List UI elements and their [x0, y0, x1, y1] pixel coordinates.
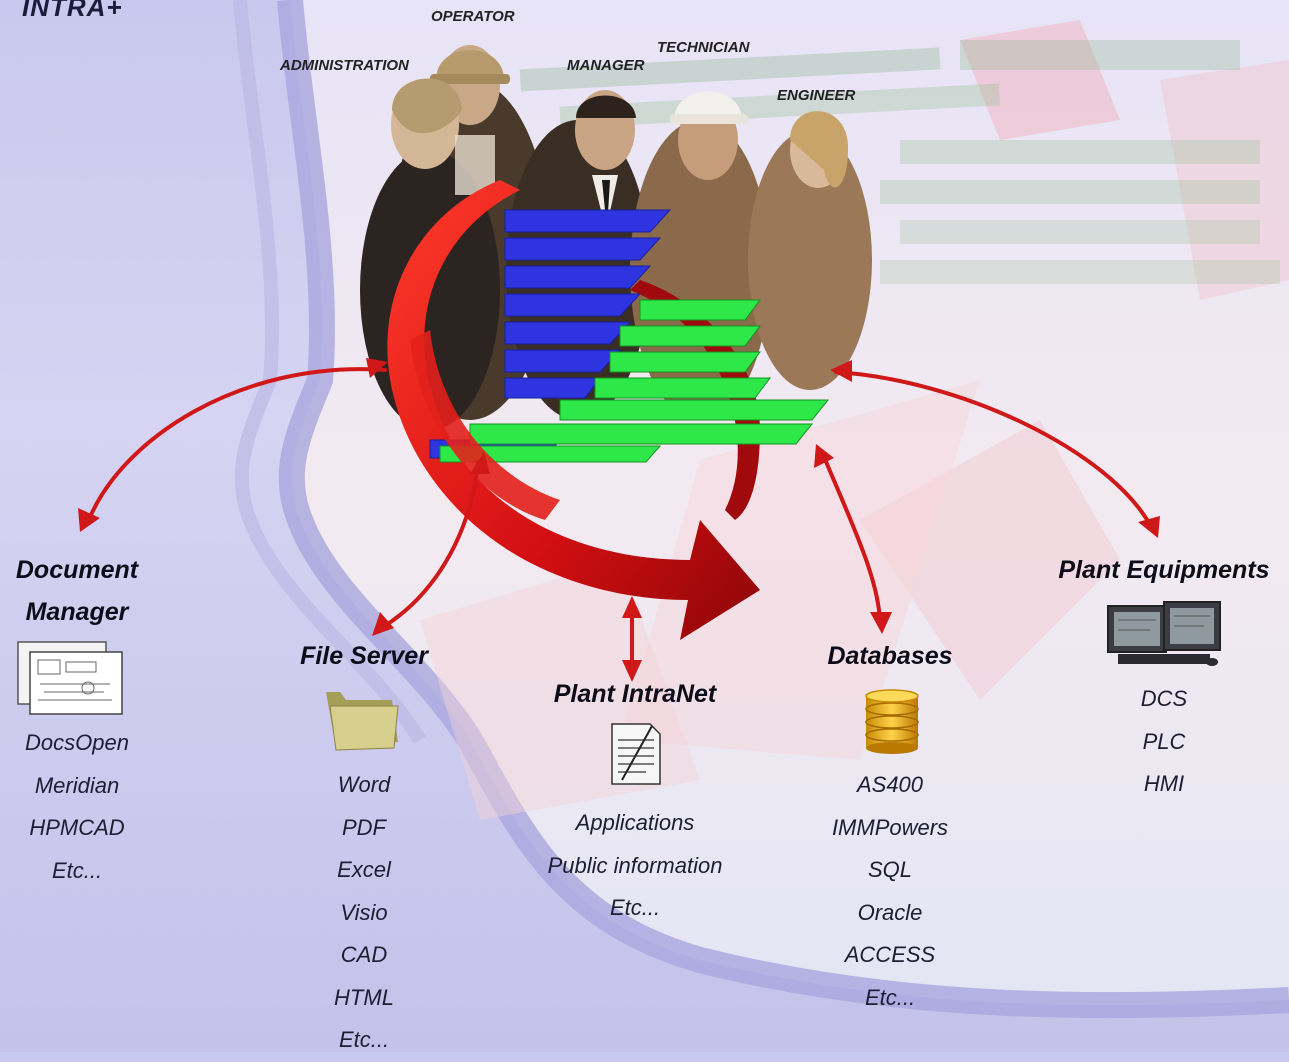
plant-intranet-list: Applications Public information Etc... [520, 802, 750, 930]
connector-arrows [86, 367, 1154, 678]
list-item: DocsOpen [25, 730, 129, 755]
role-technician: TECHNICIAN [657, 39, 750, 56]
list-item: Etc... [609, 895, 661, 920]
list-item: Word [337, 772, 391, 797]
role-administration: ADMINISTRATION [280, 57, 409, 74]
node-plant-equipments-title: Plant Equipments [1058, 556, 1270, 584]
intra-logo-green [439, 299, 830, 463]
node-plant-intranet-title: Plant IntraNet [553, 680, 717, 708]
database-icon [865, 689, 919, 754]
list-item: Visio [340, 899, 388, 925]
arrow-to-document-manager [86, 367, 387, 524]
list-item: Etc... [864, 984, 916, 1010]
brand-title: INTRA+ [22, 0, 123, 22]
role-manager: MANAGER [567, 57, 645, 74]
list-item: Etc... [51, 857, 103, 883]
list-item: DCS [1140, 686, 1188, 711]
databases-list: AS400 IMMPowers SQL Oracle ACCESS Etc... [810, 764, 970, 1019]
list-item: HTML [334, 984, 394, 1010]
arrow-to-plant-equipments [834, 370, 1154, 530]
folder-icon [326, 692, 399, 751]
list-item: Meridian [34, 772, 120, 798]
list-item: ACCESS [844, 942, 936, 967]
list-item: Excel [337, 857, 391, 882]
node-document-manager-title-line2: Manager [25, 598, 129, 626]
list-item: SQL [867, 857, 913, 882]
arrow-to-file-server [376, 460, 480, 632]
documents-icon [17, 641, 123, 715]
list-item: Etc... [338, 1027, 390, 1052]
web-page-icon [611, 723, 661, 785]
document-manager-list: DocsOpen Meridian HPMCAD Etc... [0, 722, 154, 892]
file-server-list: Word PDF Excel Visio CAD HTML Etc... [284, 764, 444, 1062]
list-item: PDF [342, 814, 386, 840]
list-item: Public information [547, 852, 723, 878]
role-engineer: ENGINEER [777, 87, 856, 104]
arrow-to-databases [820, 450, 882, 627]
list-item: HMI [1143, 771, 1185, 796]
list-item: Applications [575, 810, 695, 835]
list-item: Oracle [857, 899, 923, 925]
role-operator: OPERATOR [431, 8, 515, 25]
monitors-icon [1107, 601, 1221, 666]
node-databases-title: Databases [827, 642, 953, 670]
list-item: CAD [340, 942, 388, 967]
node-document-manager-title-line1: Document [15, 556, 139, 584]
list-item: AS400 [856, 772, 924, 797]
list-item: PLC [1142, 728, 1186, 754]
red-swoosh-arrow [387, 180, 760, 640]
face-outline [277, 0, 1289, 1019]
list-item: IMMPowers [831, 814, 949, 840]
plant-equipments-list: DCS PLC HMI [1104, 678, 1224, 806]
list-item: HPMCAD [29, 815, 125, 840]
node-file-server-title: File Server [300, 642, 428, 670]
